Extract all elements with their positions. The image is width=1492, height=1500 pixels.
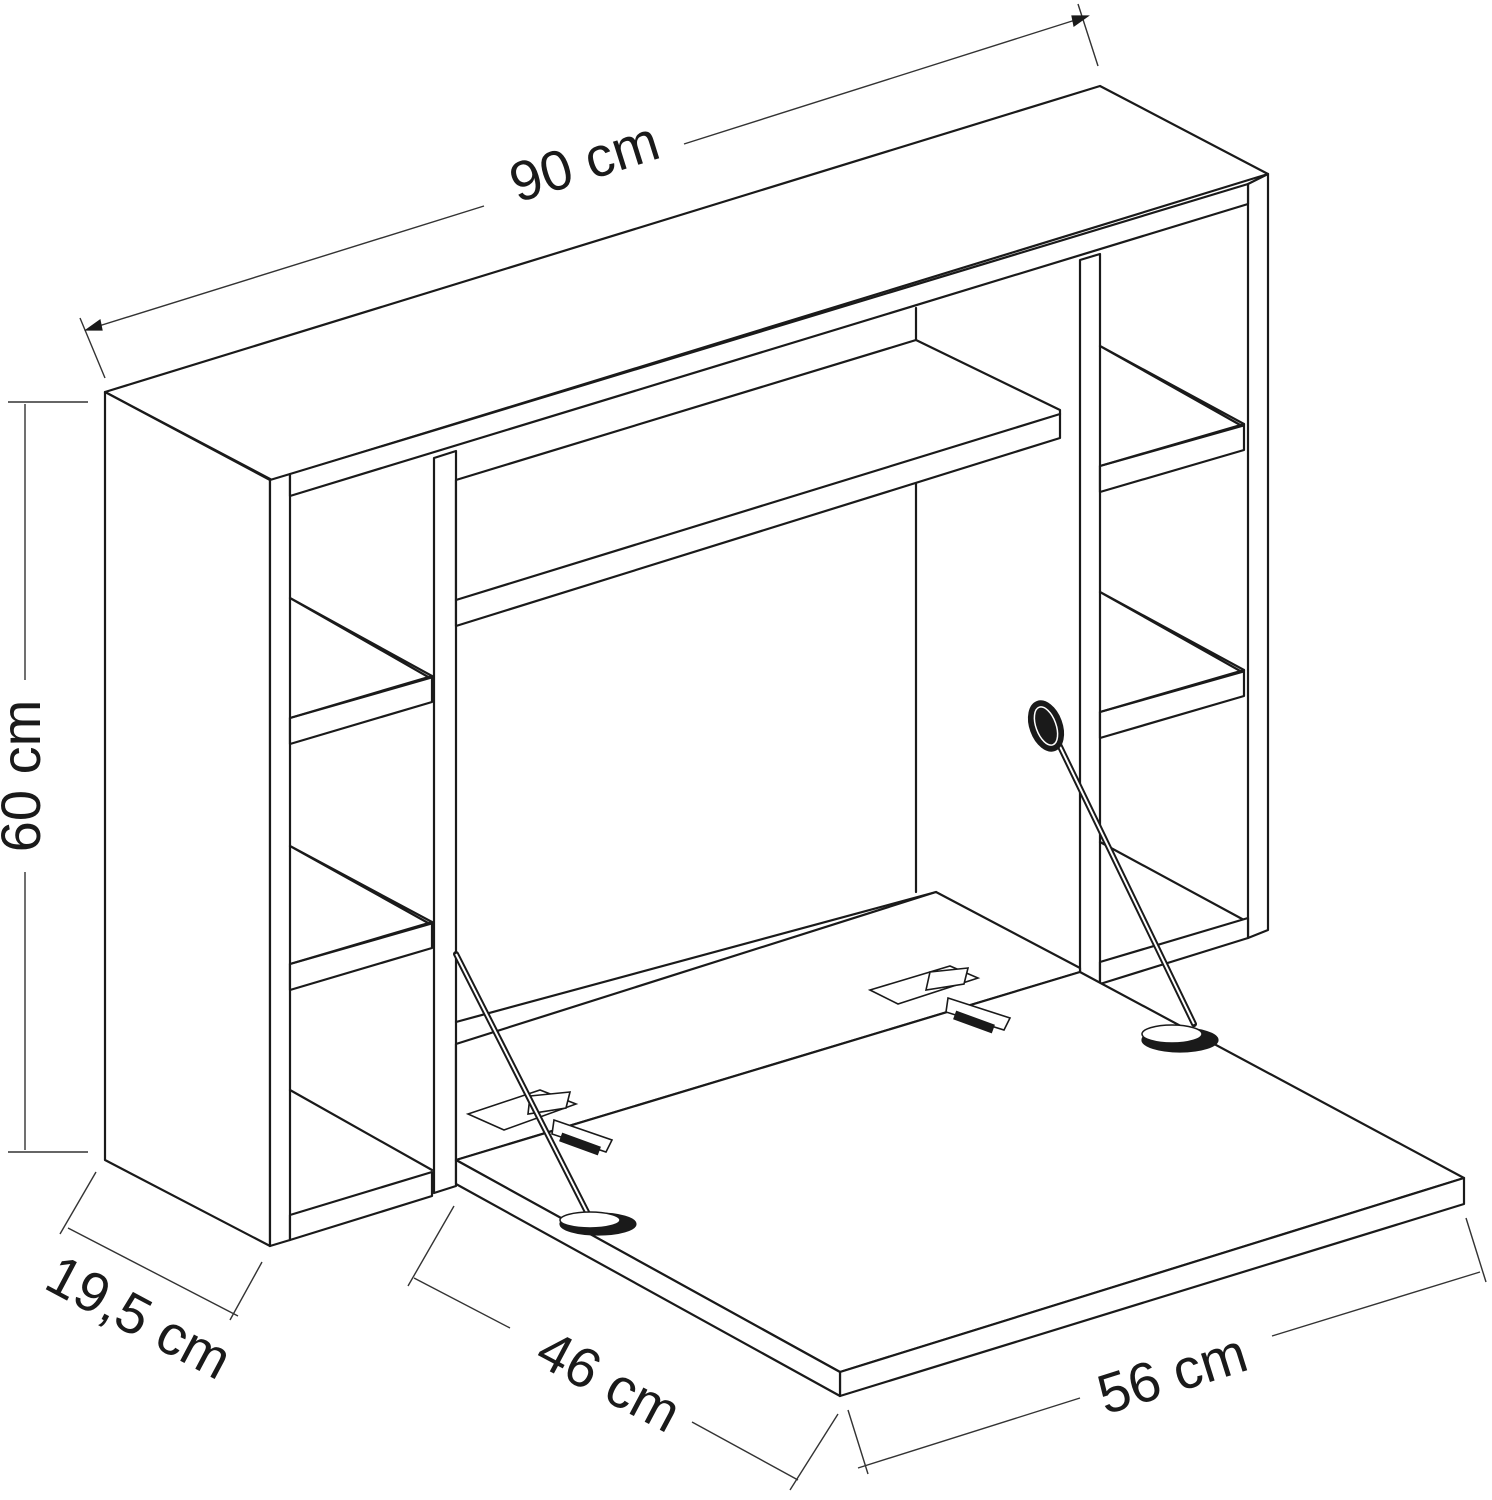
left-side-panel [103, 390, 272, 1248]
right-shelf-2 [1098, 590, 1246, 740]
desk-depth-label: 46 cm [527, 1317, 691, 1444]
left-stay-icon [453, 951, 637, 1236]
right-stay-icon [1027, 700, 1219, 1053]
hardware [453, 700, 1219, 1236]
right-hinge-icon [867, 965, 1012, 1034]
left-hinge-icon [465, 1089, 614, 1156]
height-label: 60 cm [0, 700, 52, 853]
dimension-lines [8, 3, 1487, 1491]
right-divider [1078, 252, 1102, 992]
right-shelf-1 [1098, 344, 1246, 494]
left-divider [432, 449, 458, 1195]
left-shelf-2 [288, 844, 434, 992]
right-front-edge [1246, 172, 1270, 940]
fold-down-desk [454, 970, 1466, 1398]
width-label: 90 cm [502, 108, 666, 214]
desk-width-label: 56 cm [1090, 1320, 1254, 1426]
left-shelf-1 [288, 596, 434, 746]
cabinet [103, 84, 1270, 1248]
left-front-edge [268, 472, 292, 1248]
